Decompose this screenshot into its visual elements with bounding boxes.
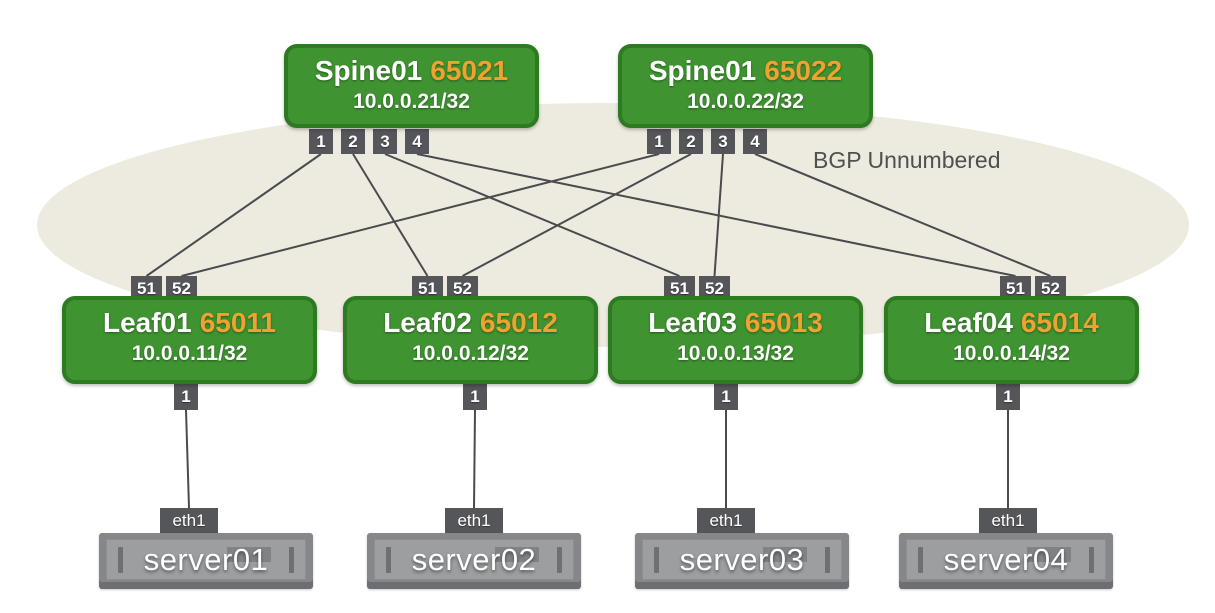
leaf-04-asn: 65014 [1020, 307, 1099, 338]
wire-spine1-port-1--leaf1-port-51 [145, 153, 322, 277]
leaf4-port-1: 1 [996, 384, 1020, 410]
spine-01-asn: 65021 [430, 55, 509, 86]
server-bay-icon [1027, 547, 1071, 562]
spine-01-loopback-ip: 10.0.0.21/32 [353, 90, 470, 113]
wire-spine1-port-2--leaf2-port-51 [352, 153, 429, 277]
server-01-label: server01 [143, 542, 269, 577]
spine-02-loopback-ip: 10.0.0.22/32 [687, 90, 804, 113]
wire-spine1-port-4--leaf4-port-51 [416, 153, 1016, 277]
server-chassis: server03 [642, 539, 842, 580]
spine1-port-2: 2 [341, 129, 365, 154]
server-handle-icon [1089, 546, 1094, 573]
server-handle-icon [386, 546, 391, 573]
server-02-node: server02 [367, 533, 581, 589]
bgp-fabric-ellipse [37, 103, 1189, 347]
spine-01-hostname: Spine01 [314, 55, 423, 86]
spine2-port-4: 4 [743, 129, 767, 154]
wire-spine1-port-3--leaf3-port-51 [384, 153, 680, 277]
spine-02-asn: 65022 [764, 55, 843, 86]
leaf-03-hostname: Leaf03 [648, 307, 737, 338]
spine2-port-3: 3 [711, 129, 735, 154]
server-handle-icon [118, 546, 123, 573]
spine1-port-4: 4 [405, 129, 429, 154]
server3-eth1: eth1 [697, 508, 755, 533]
spine-02-hostname: Spine01 [648, 55, 757, 86]
leaf-02-asn: 65012 [479, 307, 558, 338]
leaf-04-hostname: Leaf04 [924, 307, 1013, 338]
spine2-port-2: 2 [679, 129, 703, 154]
server1-eth1: eth1 [160, 508, 218, 533]
server-bay-icon [763, 547, 807, 562]
server-handle-icon [825, 546, 830, 573]
wire-spine2-port-1--leaf1-port-52 [181, 153, 660, 277]
wire-leaf2-port-1--server2-eth1 [473, 409, 476, 509]
leaf-02-hostname: Leaf02 [383, 307, 472, 338]
server-chassis: server04 [906, 539, 1106, 580]
server-chassis: server02 [374, 539, 574, 580]
bgp-unnumbered-label: BGP Unnumbered [813, 147, 1001, 173]
wire-leaf1-port-1--server1-eth1 [185, 409, 190, 509]
server2-eth1: eth1 [445, 508, 503, 533]
server-03-node: server03 [635, 533, 849, 589]
wire-spine2-port-4--leaf4-port-52 [754, 153, 1051, 277]
server-bay-icon [227, 547, 271, 562]
server-03-label: server03 [679, 542, 805, 577]
leaf-03-loopback-ip: 10.0.0.13/32 [677, 342, 794, 365]
leaf-04-loopback-ip: 10.0.0.14/32 [953, 342, 1070, 365]
spine1-port-3: 3 [373, 129, 397, 154]
server-04-label: server04 [943, 542, 1069, 577]
leaf1-port-1: 1 [174, 384, 198, 410]
leaf-01-asn: 65011 [199, 307, 277, 338]
server-handle-icon [289, 546, 294, 573]
leaf-01-hostname: Leaf01 [102, 307, 192, 338]
spine2-port-1: 1 [647, 129, 671, 154]
leaf-02-loopback-ip: 10.0.0.12/32 [412, 342, 529, 365]
leaf2-port-1: 1 [463, 384, 487, 410]
leaf3-port-1: 1 [714, 384, 738, 410]
server-01-node: server01 [99, 533, 313, 589]
leaf-01-loopback-ip: 10.0.0.11/32 [131, 342, 248, 365]
spine1-port-1: 1 [309, 129, 333, 154]
leaf-03-asn: 65013 [744, 307, 823, 338]
wire-spine2-port-3--leaf3-port-52 [713, 153, 724, 277]
server-bay-icon [495, 547, 539, 562]
wire-spine2-port-2--leaf2-port-52 [462, 153, 692, 277]
server-handle-icon [918, 546, 923, 573]
server-04-node: server04 [899, 533, 1113, 589]
server4-eth1: eth1 [979, 508, 1037, 533]
server-handle-icon [557, 546, 562, 573]
server-chassis: server01 [106, 539, 306, 580]
server-handle-icon [654, 546, 659, 573]
server-02-label: server02 [411, 542, 537, 577]
